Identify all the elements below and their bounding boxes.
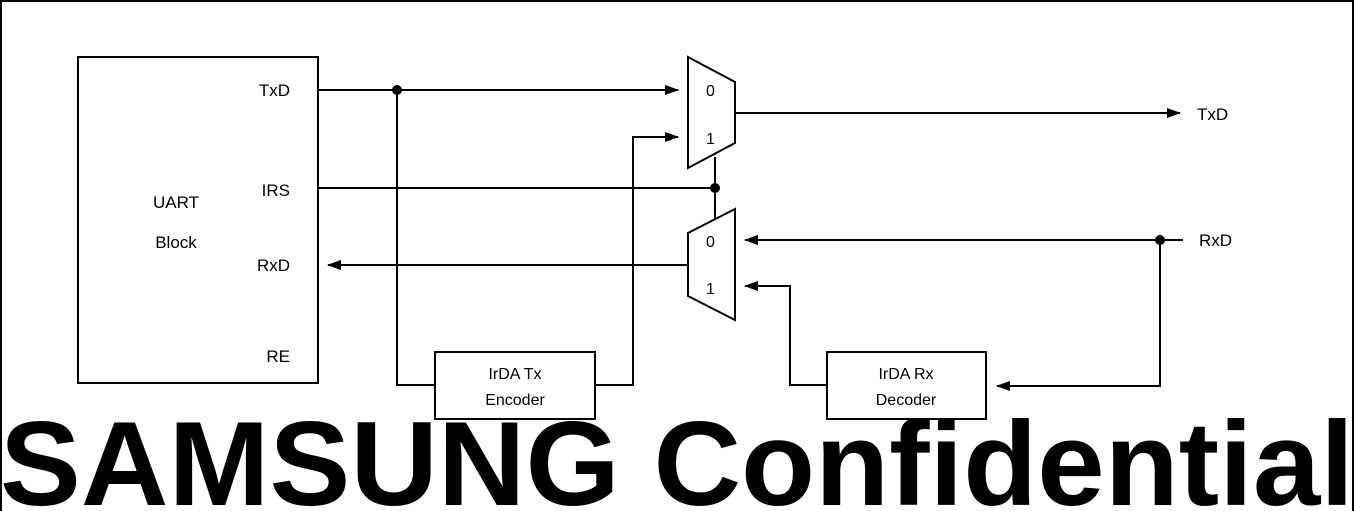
uart-port-rxd: RxD — [257, 256, 290, 275]
tx-mux-input1: 1 — [706, 131, 715, 148]
irda-tx-encoder: IrDA Tx Encoder — [434, 351, 596, 420]
uart-block-title-line1: UART — [153, 193, 199, 212]
tx-mux: 0 1 — [687, 55, 736, 170]
external-rxd-label: RxD — [1199, 231, 1232, 250]
irda-tx-line1: IrDA Tx — [488, 366, 541, 383]
wire-rxd-to-decoder — [996, 240, 1161, 391]
wires — [318, 85, 1183, 391]
wire-txd-to-encoder — [396, 90, 435, 386]
uart-port-txd: TxD — [259, 81, 290, 100]
uart-port-irs: IRS — [262, 181, 290, 200]
wire-encoder-to-mux1 — [595, 132, 679, 386]
irda-tx-line2: Encoder — [485, 392, 545, 409]
uart-port-re: RE — [266, 347, 290, 366]
junction-irs — [710, 183, 720, 193]
rx-mux: 0 1 — [687, 207, 736, 322]
irda-rx-decoder: IrDA Rx Decoder — [826, 351, 987, 420]
irda-rx-line2: Decoder — [876, 392, 937, 409]
rx-mux-input0: 0 — [706, 234, 715, 251]
irda-rx-line1: IrDA Rx — [878, 366, 933, 383]
uart-block: UART Block TxD IRS RxD RE — [77, 56, 319, 384]
rx-mux-input1: 1 — [706, 281, 715, 298]
uart-block-title-line2: Block — [155, 233, 197, 252]
watermark: SAMSUNG Confidential — [0, 397, 1354, 511]
external-txd-label: TxD — [1197, 105, 1228, 124]
tx-mux-input0: 0 — [706, 83, 715, 100]
wire-decoder-to-mux1 — [744, 281, 827, 386]
junction-txd — [392, 85, 402, 95]
